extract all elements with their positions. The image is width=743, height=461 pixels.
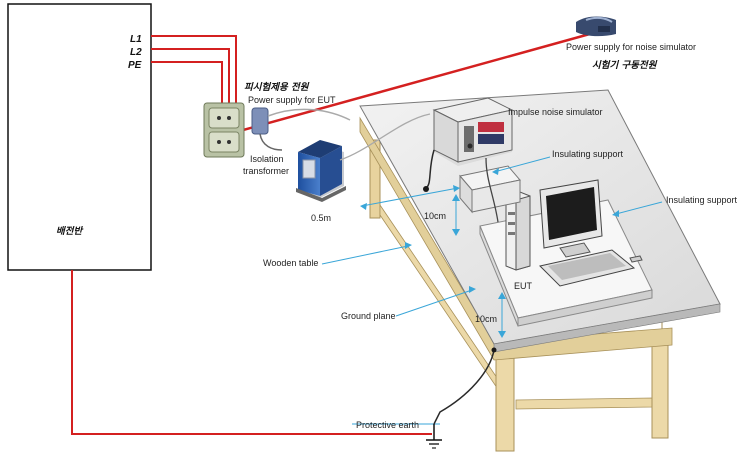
distance-05m-label: 0.5m <box>311 213 331 223</box>
eut-supply-ko-label: 피시험제용 전원 <box>244 81 310 93</box>
supply-wires <box>71 25 616 435</box>
noise-supply-ko-label: 시험기 구동전원 <box>592 59 658 71</box>
eut-label: EUT <box>514 281 533 291</box>
ground-plane-label: Ground plane <box>341 311 396 321</box>
eut-power-plug <box>251 107 351 151</box>
terminal-l1: L1 <box>130 34 142 45</box>
earth-ground-icon <box>426 424 442 449</box>
isolation-transformer <box>296 140 346 202</box>
isolation-transformer-label-1: Isolation <box>250 154 284 164</box>
eut-cable <box>485 157 499 223</box>
insulating-support-right-label: Insulating support <box>666 195 738 205</box>
insulating-support-top-label: Insulating support <box>552 149 624 159</box>
panel-label: 배전반 <box>56 225 83 237</box>
height-10cm-label-a: 10cm <box>424 211 446 221</box>
protective-earth-label: Protective earth <box>356 420 419 430</box>
noise-supply-en-label: Power supply for noise simulator <box>566 42 696 52</box>
distribution-panel <box>7 3 152 271</box>
eut-keyboard <box>539 249 643 287</box>
wall-socket <box>203 102 245 158</box>
ground-plane-earth-wire <box>433 349 495 425</box>
annotation-leaders <box>321 156 663 425</box>
height-10cm-label-b: 10cm <box>475 314 497 324</box>
transformer-output-cable <box>339 113 431 161</box>
ground-terminal <box>491 347 497 353</box>
coupling-insulating-block <box>459 165 521 214</box>
impulse-simulator-label: Impulse noise simulator <box>508 107 603 117</box>
eut-pc-tower <box>505 191 531 271</box>
isolation-transformer-label-2: transformer <box>243 166 289 176</box>
noise-simulator-supply <box>576 16 616 37</box>
impulse-noise-simulator <box>423 97 514 192</box>
eut-supply-en-label: Power supply for EUT <box>248 95 336 105</box>
terminal-l2: L2 <box>130 47 142 58</box>
wooden-table-label: Wooden table <box>263 258 318 268</box>
eut-monitor <box>539 179 603 258</box>
terminal-pe: PE <box>128 60 142 71</box>
